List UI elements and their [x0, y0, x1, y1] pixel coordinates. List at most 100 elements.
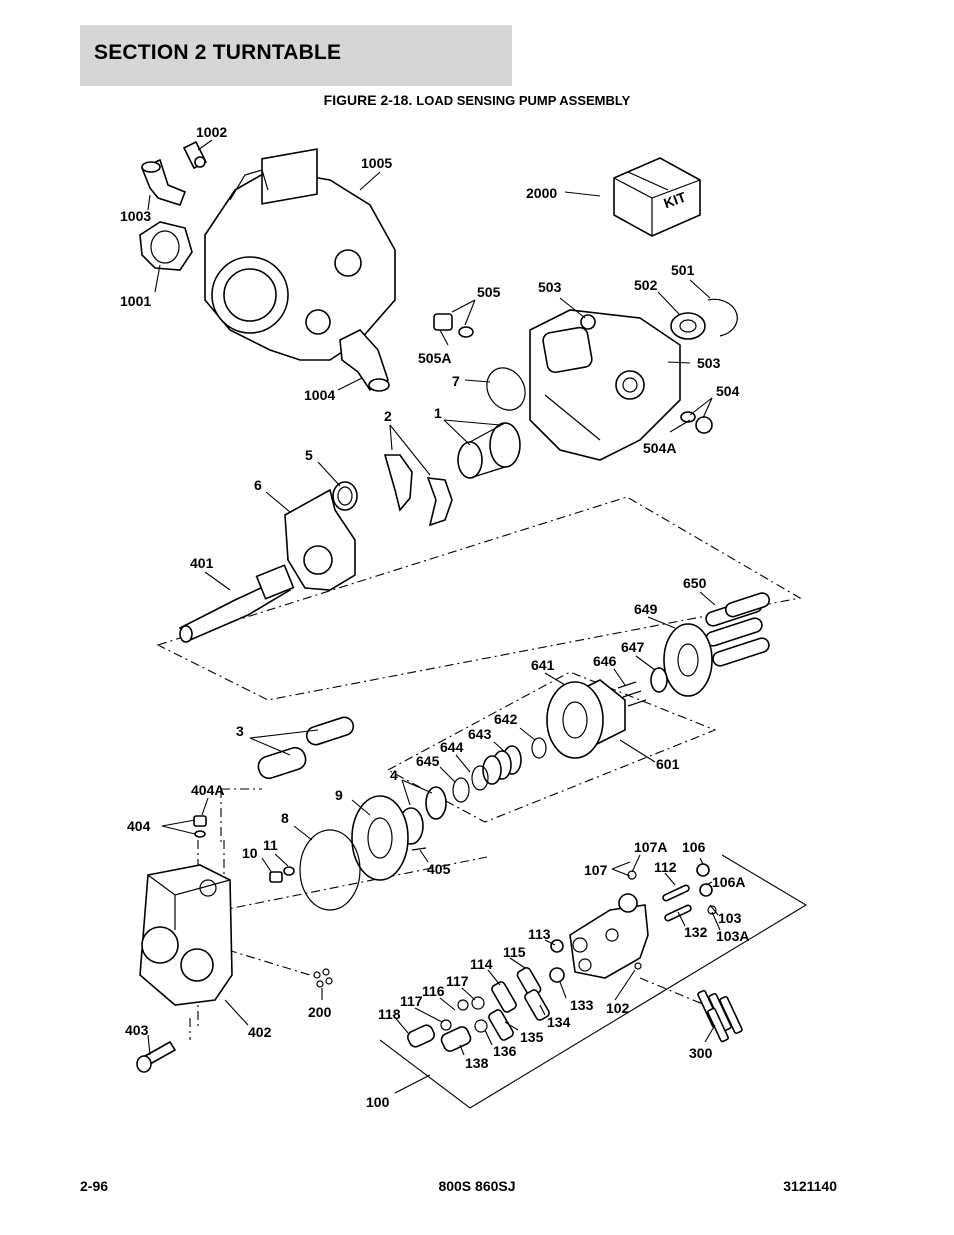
pin-405	[411, 847, 427, 851]
swashplate-6	[284, 488, 356, 591]
shaft-401	[178, 564, 295, 643]
callout-1001: 1001	[120, 293, 151, 309]
elbow-fitting-1003	[140, 158, 187, 206]
seal-502	[670, 312, 706, 340]
callout-133: 133	[570, 997, 594, 1013]
callout-405: 405	[427, 861, 451, 877]
callout-1004: 1004	[304, 387, 335, 403]
callout-650: 650	[683, 575, 707, 591]
callout-10: 10	[242, 845, 258, 861]
plug-1001	[139, 221, 193, 271]
snap-ring-645	[452, 777, 470, 803]
callout-601: 601	[656, 756, 680, 772]
cylinder-barrel-641	[546, 679, 626, 759]
callout-11: 11	[263, 837, 278, 853]
callout-644: 644	[440, 739, 464, 755]
callout-649: 649	[634, 601, 658, 617]
footer-model: 800S 860SJ	[438, 1178, 516, 1194]
section-title: SECTION 2 TURNTABLE	[94, 41, 342, 64]
orifice-10-11	[269, 866, 295, 883]
shaft-group-outline	[156, 496, 802, 701]
callout-4: 4	[390, 767, 398, 783]
ball-102	[634, 962, 642, 970]
washer-642	[531, 737, 547, 759]
callout-643: 643	[468, 726, 492, 742]
callout-117-upper: 117	[446, 973, 469, 989]
o-rings-200	[313, 968, 333, 988]
pump-housing-1005	[204, 148, 396, 361]
callout-8: 8	[281, 810, 289, 826]
callout-7: 7	[452, 373, 460, 389]
callout-501: 501	[671, 262, 695, 278]
callout-300: 300	[689, 1045, 713, 1061]
callout-502: 502	[634, 277, 658, 293]
callout-100: 100	[366, 1094, 390, 1110]
callout-646: 646	[593, 653, 617, 669]
callout-115: 115	[503, 944, 526, 960]
figure-number: FIGURE 2-18.	[323, 92, 413, 108]
figure-name: LOAD SENSING PUMP ASSEMBLY	[416, 93, 631, 108]
callout-136: 136	[493, 1043, 517, 1059]
plug-504	[680, 411, 713, 434]
snap-ring-501	[707, 298, 738, 337]
callout-401: 401	[190, 555, 214, 571]
callout-2000: 2000	[526, 185, 557, 201]
callout-404: 404	[127, 818, 151, 834]
valve-plate-9	[351, 795, 409, 881]
kit-label: KIT	[661, 188, 688, 211]
figure-title: FIGURE 2-18. LOAD SENSING PUMP ASSEMBLY	[0, 92, 954, 108]
callout-112: 112	[654, 859, 677, 875]
kit-box-2000	[613, 157, 701, 237]
fitting-1002	[182, 140, 208, 170]
callout-134: 134	[547, 1014, 571, 1030]
callout-103A: 103A	[716, 928, 749, 944]
callout-132: 132	[684, 924, 708, 940]
leader-lines	[147, 139, 721, 1056]
callout-114: 114	[470, 956, 493, 972]
pistons-650	[705, 592, 771, 667]
callout-138: 138	[465, 1055, 489, 1071]
rotating-group-outline	[386, 671, 717, 823]
o-ring-7	[486, 367, 526, 411]
callout-505A: 505A	[418, 350, 451, 366]
footer-page-number: 2-96	[80, 1178, 109, 1194]
end-cover-503	[529, 309, 681, 461]
callout-403: 403	[125, 1022, 149, 1038]
callout-102: 102	[606, 1000, 630, 1016]
o-ring-8	[299, 829, 361, 911]
callout-404A: 404A	[191, 782, 224, 798]
shim-2	[383, 454, 453, 527]
spring-5	[332, 481, 358, 511]
bolts-300	[697, 989, 743, 1043]
hidden-line-404	[220, 788, 262, 845]
callout-504: 504	[716, 383, 740, 399]
leader-100	[394, 1074, 431, 1094]
callout-9: 9	[335, 787, 343, 803]
elbow-fitting-1004	[339, 329, 390, 392]
washer-644	[471, 765, 489, 791]
callout-402: 402	[248, 1024, 272, 1040]
callout-1: 1	[434, 405, 442, 421]
callout-200: 200	[308, 1004, 332, 1020]
callout-2: 2	[384, 408, 392, 424]
callout-6: 6	[254, 477, 262, 493]
spring-643	[482, 745, 522, 785]
callout-642: 642	[494, 711, 518, 727]
ball-guide-647	[650, 667, 668, 693]
callout-503-top: 503	[538, 279, 562, 295]
callout-503-right: 503	[697, 355, 721, 371]
callout-116: 116	[422, 983, 445, 999]
callout-645: 645	[416, 753, 440, 769]
callout-103: 103	[718, 910, 742, 926]
callout-5: 5	[305, 447, 313, 463]
callout-labels: 1002 1005 1003 1001 1004 2000 KIT 505 50…	[120, 124, 749, 1110]
callout-647: 647	[621, 639, 645, 655]
section-header: SECTION 2 TURNTABLE	[80, 25, 512, 86]
bolt-403	[136, 1040, 177, 1073]
callout-1005: 1005	[361, 155, 392, 171]
callout-505: 505	[477, 284, 501, 300]
callout-118: 118	[378, 1006, 401, 1022]
valve-spools-113-138	[407, 939, 565, 1052]
footer-doc-number: 3121140	[783, 1178, 837, 1194]
